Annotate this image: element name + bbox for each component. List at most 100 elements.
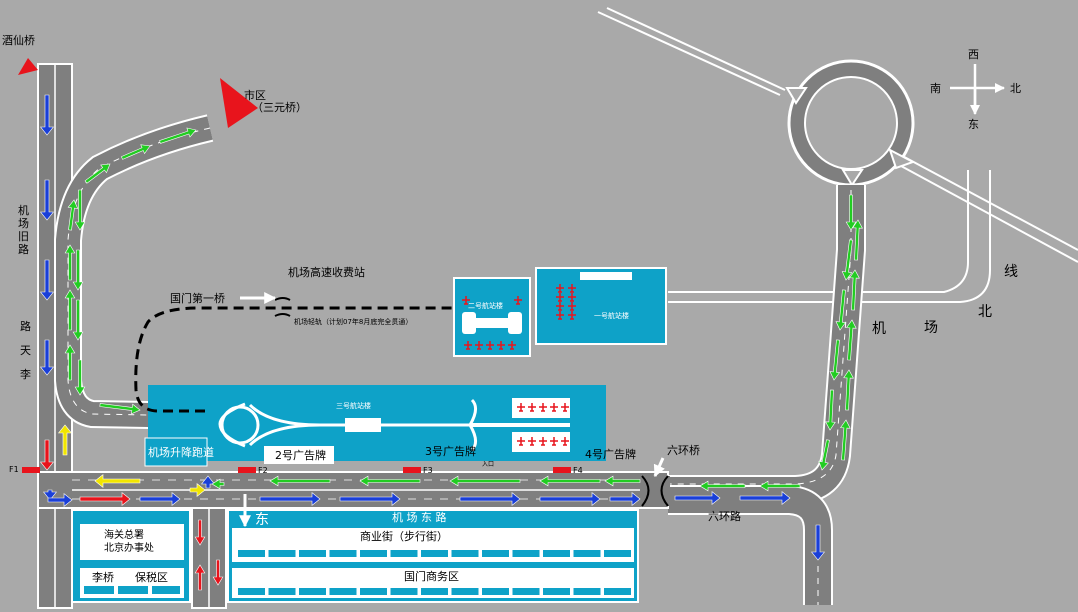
road-arrow-icon	[674, 490, 721, 506]
airplane-icon	[561, 403, 569, 412]
road-arrow-icon	[843, 369, 854, 411]
road-arrow-icon	[64, 289, 76, 331]
label-ad2: 2号广告牌	[275, 448, 326, 462]
road-arrow-icon	[269, 475, 331, 487]
road-arrow-icon	[39, 259, 55, 301]
label-sanyuanqiao: （三元桥）	[252, 101, 307, 114]
label-ad4: 4号广告牌	[585, 447, 636, 461]
roundabout	[785, 59, 916, 187]
label-north-line-4: 机	[872, 321, 886, 337]
label-ad3: 3号广告牌	[425, 444, 476, 458]
road-arrow-icon	[57, 424, 73, 456]
road-arrow-icon	[159, 127, 197, 144]
road-arrow-icon	[67, 199, 79, 231]
liuhuan-pointer	[653, 457, 665, 478]
marker-label-f1: F1	[9, 465, 19, 474]
label-liuhuan-road: 六环路	[708, 510, 741, 523]
road-arrow-icon	[72, 299, 84, 341]
label-jiuxianqiao: 酒仙桥	[2, 34, 35, 47]
compass-south: 南	[930, 82, 941, 95]
label-east-road: 机 场 东 路	[392, 510, 447, 524]
label-old-road-1: 机	[18, 203, 29, 217]
airplane-icon	[514, 296, 522, 305]
label-dong: 东	[255, 512, 269, 528]
airplane-icon	[556, 302, 564, 311]
label-guomen-business: 国门商务区	[404, 569, 459, 583]
airplane-icon	[568, 311, 576, 320]
traffic-arrows	[39, 94, 863, 591]
south-connector-road	[191, 507, 227, 609]
airport-east-road	[37, 471, 669, 509]
road-arrow-icon	[840, 419, 851, 461]
road-arrow-icon	[835, 289, 847, 331]
road-arrow-icon	[339, 491, 401, 507]
marker-label-f2: F2	[258, 466, 268, 475]
airplane-icon	[556, 293, 564, 302]
label-north-line-2: 北	[978, 304, 992, 320]
airport-rail-line	[134, 297, 454, 413]
airplane-icon	[462, 296, 470, 305]
road-arrow-icon	[849, 269, 860, 311]
road-arrow-icon	[64, 344, 76, 381]
label-shiqu: 市区	[244, 88, 266, 102]
road-arrow-icon	[829, 339, 841, 381]
road-arrow-icon	[459, 491, 521, 507]
airplane-icon	[497, 341, 505, 350]
airplane-icon	[517, 437, 525, 446]
label-litian-2: 天	[20, 344, 31, 357]
label-runway-road: 机场升降跑道	[148, 445, 214, 459]
airplane-icon	[550, 403, 558, 412]
marker-label-f4: F4	[573, 466, 583, 475]
label-litian-1: 路	[20, 320, 31, 333]
billboard-markers	[22, 467, 571, 473]
road-arrow-icon	[39, 94, 55, 136]
road-arrow-icon	[759, 480, 801, 492]
road-arrow-icon	[84, 163, 111, 184]
compass-north: 北	[1010, 82, 1021, 95]
road-arrow-icon	[852, 219, 863, 261]
label-terminal1: 一号航站楼	[594, 311, 629, 320]
airplane-icon	[517, 403, 525, 412]
road-arrow-icon	[200, 475, 216, 489]
airplane-icon	[550, 437, 558, 446]
label-airport-rail: 机场轻轨（计划07年8月底完全贯通）	[294, 317, 412, 326]
airplane-icon	[556, 311, 564, 320]
compass-west: 西	[968, 48, 979, 61]
road-arrow-icon	[42, 489, 58, 501]
label-toll-station: 机场高速收费站	[288, 265, 365, 279]
road-arrow-icon	[818, 439, 830, 471]
customs-office	[80, 524, 184, 560]
airplane-icon	[561, 437, 569, 446]
airplane-icon	[528, 437, 536, 446]
road-arrow-icon	[609, 491, 641, 507]
road-arrow-icon	[211, 478, 225, 490]
road-arrow-icon	[810, 524, 826, 561]
map-labels: 酒仙桥 市区 （三元桥） 机场高速收费站 国门第一桥 机场轻轨（计划07年8月底…	[2, 34, 1021, 584]
road-arrow-icon	[39, 339, 55, 376]
airplane-icon	[475, 341, 483, 350]
ad2-label-box	[264, 446, 334, 464]
road-arrow-icon	[359, 475, 421, 487]
label-old-road-2: 场	[18, 216, 29, 230]
road-arrow-icon	[94, 473, 141, 489]
road-arrow-icon	[121, 144, 151, 160]
road-arrow-icon	[699, 480, 746, 492]
road-arrow-icon	[39, 439, 55, 471]
airplane-icon	[486, 341, 494, 350]
terminal-2	[453, 277, 531, 357]
road-arrow-icon	[47, 492, 73, 508]
road-arrow-icon	[74, 189, 86, 231]
label-customs-1: 海关总署	[104, 528, 144, 541]
road-arrow-icon	[189, 482, 206, 498]
south-district	[71, 509, 639, 603]
road-arrow-icon	[74, 359, 86, 396]
road-arrow-icon	[39, 179, 55, 221]
road-arrow-icon	[841, 239, 853, 281]
compass-icon	[950, 64, 1005, 115]
airplane-icon	[568, 302, 576, 311]
road-arrow-icon	[259, 491, 321, 507]
road-arrow-icon	[212, 559, 224, 586]
marker-f3	[403, 467, 421, 473]
road-arrow-icon	[72, 249, 84, 291]
